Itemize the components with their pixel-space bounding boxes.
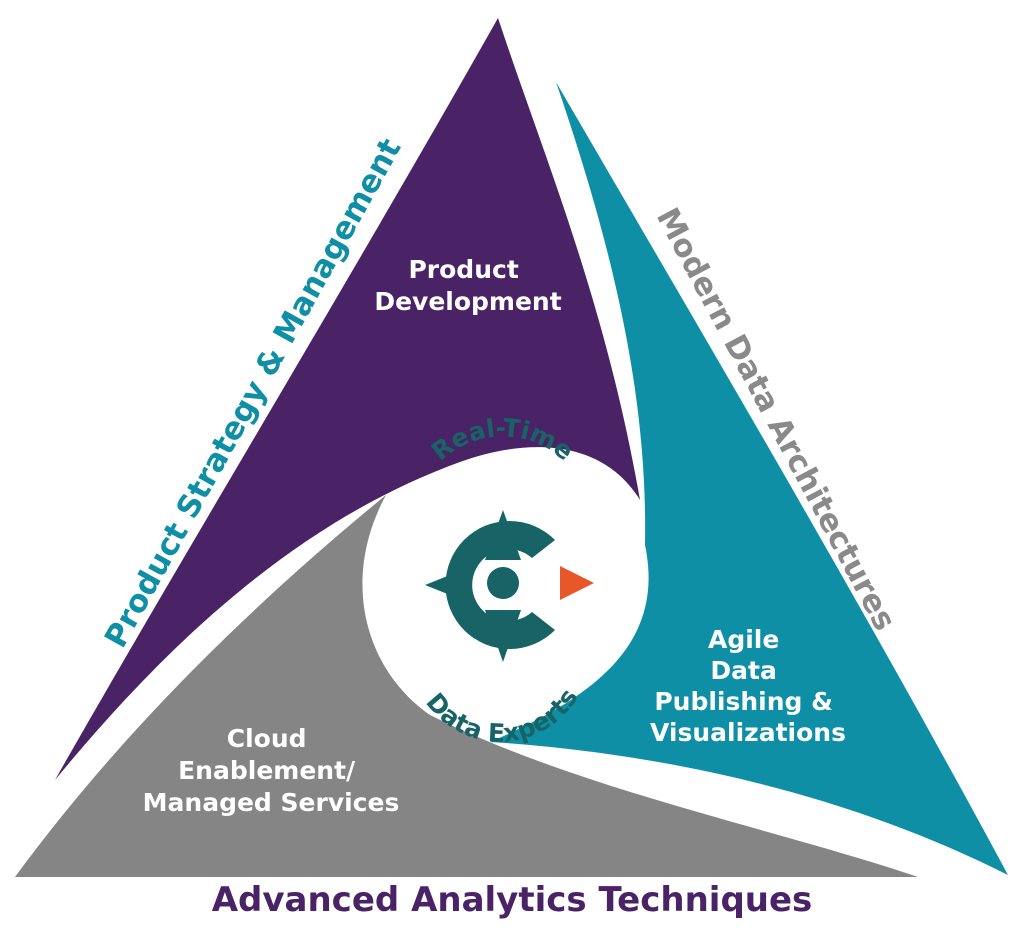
segment-teal-line4: Visualizations (650, 718, 846, 747)
segment-gray-line3: Managed Services (143, 788, 400, 817)
segment-teal (490, 82, 1008, 875)
segment-purple (55, 18, 640, 780)
side-label-bottom: Advanced Analytics Techniques (212, 880, 813, 920)
segment-teal-line3: Publishing & (654, 687, 833, 716)
segment-purple-line1: Product (408, 255, 518, 284)
segment-gray-label: Cloud Enablement/ Managed Services (143, 724, 400, 817)
segment-purple-label: Product Development (374, 255, 561, 316)
segment-gray-line2: Enablement/ (178, 756, 356, 785)
segment-teal-line1: Agile (708, 625, 779, 654)
segment-gray-line1: Cloud (227, 724, 307, 753)
segment-teal-label: Agile Data Publishing & Visualizations (650, 625, 846, 747)
segment-gray (15, 495, 918, 877)
play-arrow-icon (560, 566, 594, 600)
center-badge: Real-Time Data Experts (420, 413, 594, 748)
segment-teal-line2: Data (710, 656, 776, 685)
segment-purple-line2: Development (374, 287, 561, 316)
compass-icon (425, 510, 555, 662)
